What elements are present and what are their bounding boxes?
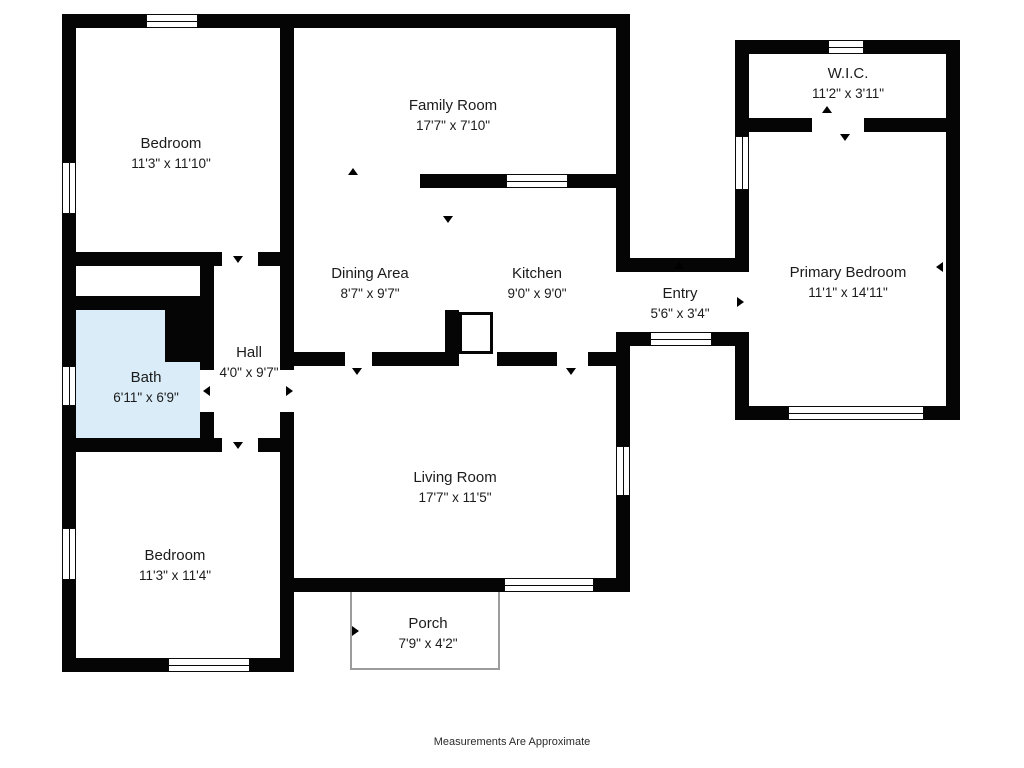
door-arrow-icon [674, 262, 684, 269]
room-label-wic: W.I.C. 11'2" x 3'11" [812, 65, 884, 103]
room-dimensions: 11'2" x 3'11" [811, 85, 885, 101]
door-arrow-icon [566, 368, 576, 375]
room-name: Entry [662, 285, 698, 303]
room-name: Bedroom [144, 547, 206, 565]
window-symbol [504, 578, 594, 592]
door-arrow-icon [286, 386, 293, 396]
window-symbol [62, 162, 76, 214]
room-name: Bedroom [140, 135, 202, 153]
room-label-hall: Hall 4'0" x 9'7" [219, 344, 278, 382]
wall-segment [735, 346, 749, 420]
window-symbol [650, 332, 712, 346]
wall-segment [946, 40, 960, 420]
room-name: Kitchen [511, 265, 563, 283]
door-arrow-icon [233, 442, 243, 449]
room-dimensions: 17'7" x 7'10" [415, 117, 491, 133]
wall-segment [62, 14, 630, 28]
room-dimensions: 9'0" x 9'0" [507, 285, 567, 301]
door-arrow-icon [840, 134, 850, 141]
room-name: Porch [408, 615, 448, 633]
window-symbol [506, 174, 568, 188]
room-label-kitchen: Kitchen 9'0" x 9'0" [507, 265, 566, 303]
wall-segment [588, 352, 630, 366]
room-name: W.I.C. [827, 65, 869, 83]
room-name: Hall [236, 344, 262, 362]
porch-outline [350, 592, 500, 670]
window-symbol [62, 366, 76, 406]
wall-segment [62, 252, 222, 266]
wall-segment [445, 310, 459, 366]
room-dimensions: 7'9" x 4'2" [398, 635, 458, 651]
window-symbol [62, 528, 76, 580]
room-dimensions: 17'7" x 11'5" [418, 489, 492, 505]
door-arrow-icon [443, 216, 453, 223]
room-label-primary-bedroom: Primary Bedroom 11'1" x 14'11" [790, 264, 907, 302]
room-dimensions: 11'1" x 14'11" [808, 284, 888, 300]
wall-segment [280, 352, 345, 366]
wall-segment [616, 14, 630, 258]
door-arrow-icon [348, 168, 358, 175]
room-dimensions: 6'11" x 6'9" [113, 389, 179, 405]
room-label-dining-area: Dining Area 8'7" x 9'7" [331, 265, 409, 303]
door-arrow-icon [822, 106, 832, 113]
wall-segment [497, 352, 557, 366]
utility-block [165, 296, 207, 362]
wall-segment [258, 252, 294, 266]
wall-segment [280, 266, 294, 370]
kitchen-fixture [459, 312, 493, 354]
door-arrow-icon [352, 368, 362, 375]
door-arrow-icon [352, 626, 359, 636]
wall-segment [280, 412, 294, 672]
room-dimensions: 11'3" x 11'10" [131, 155, 211, 171]
wall-segment [864, 118, 960, 132]
room-label-entry: Entry 5'6" x 3'4" [650, 285, 709, 323]
window-symbol [788, 406, 924, 420]
door-arrow-icon [936, 262, 943, 272]
door-arrow-icon [203, 386, 210, 396]
wall-segment [735, 118, 812, 132]
room-label-bath: Bath 6'11" x 6'9" [113, 369, 179, 407]
room-dimensions: 4'0" x 9'7" [219, 364, 279, 380]
wall-segment [258, 438, 294, 452]
room-label-bedroom-top: Bedroom 11'3" x 11'10" [131, 135, 211, 173]
door-arrow-icon [233, 256, 243, 263]
window-symbol [616, 446, 630, 496]
window-symbol [146, 14, 198, 28]
room-name: Family Room [408, 97, 498, 115]
window-symbol [168, 658, 250, 672]
door-arrow-icon [737, 297, 744, 307]
room-dimensions: 5'6" x 3'4" [650, 305, 710, 321]
room-name: Bath [130, 369, 162, 387]
measurements-note: Measurements Are Approximate [433, 736, 591, 748]
window-symbol [735, 136, 749, 190]
wall-segment [280, 14, 294, 266]
room-name: Primary Bedroom [789, 264, 907, 282]
window-symbol [828, 40, 864, 54]
room-label-porch: Porch 7'9" x 4'2" [398, 615, 457, 653]
room-label-family-room: Family Room 17'7" x 7'10" [409, 97, 497, 135]
wall-segment [62, 438, 222, 452]
room-name: Dining Area [331, 265, 409, 283]
room-name: Living Room [413, 469, 497, 487]
room-label-bedroom-bottom: Bedroom 11'3" x 11'4" [139, 547, 211, 585]
room-dimensions: 11'3" x 11'4" [138, 567, 212, 583]
room-dimensions: 8'7" x 9'7" [340, 285, 400, 301]
room-label-living-room: Living Room 17'7" x 11'5" [413, 469, 496, 507]
wall-segment [372, 352, 445, 366]
